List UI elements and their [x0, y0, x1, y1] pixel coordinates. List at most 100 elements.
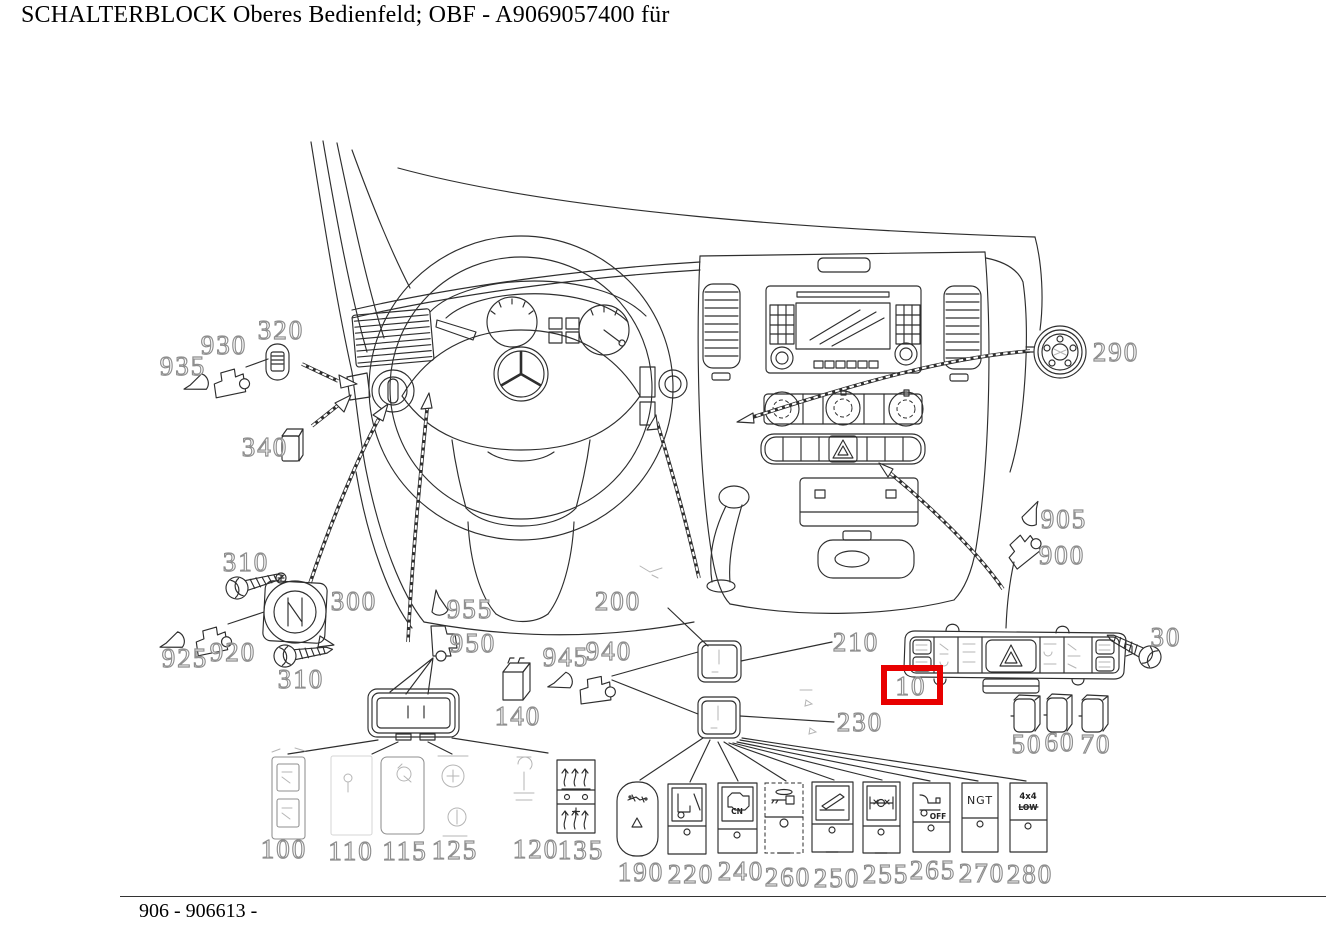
- part-callout-50[interactable]: 50: [1011, 728, 1043, 759]
- a-pillar-lines: [310, 140, 1043, 471]
- leader-arrows: [301, 349, 1031, 643]
- switch-250: [811, 781, 854, 853]
- part-blank-switch-square-1: [697, 640, 742, 683]
- switch-icon-120: [513, 756, 535, 801]
- part-callout-60[interactable]: 60: [1044, 726, 1076, 757]
- switch-280-label-1: 4x4: [1019, 792, 1036, 802]
- switch-270: NGT: [961, 782, 999, 853]
- footer-code: 906 - 906613 -: [139, 900, 258, 922]
- exploded-parts: CN OFF: [157, 325, 1166, 857]
- highlight-box-part-10: [881, 665, 943, 705]
- part-callout-220[interactable]: 220: [667, 858, 715, 889]
- part-callout-930[interactable]: 930: [200, 329, 248, 360]
- part-callout-10[interactable]: 10: [895, 670, 927, 701]
- switch-icon-125: [437, 755, 469, 837]
- part-callout-265[interactable]: 265: [909, 854, 957, 885]
- console-vent-right: [943, 285, 982, 382]
- part-callout-30[interactable]: 30: [1150, 621, 1182, 652]
- part-60-blank-switch: [1043, 693, 1073, 733]
- steering-column: [355, 469, 695, 636]
- switch-240: CN: [717, 782, 758, 854]
- part-callout-190[interactable]: 190: [617, 856, 665, 887]
- footer-divider: [120, 896, 1326, 897]
- part-callout-940[interactable]: 940: [585, 635, 633, 666]
- part-switch-housing-module: [367, 688, 460, 741]
- switch-240-label: CN: [731, 807, 743, 816]
- part-callout-945[interactable]: 945: [542, 641, 590, 672]
- switch-280: 4x4 LOW: [1009, 782, 1048, 853]
- ignition-switch-area: [346, 366, 688, 426]
- switch-190: [616, 781, 659, 857]
- switch-265: OFF: [912, 782, 951, 853]
- switch-icon-100: [271, 747, 306, 840]
- part-940-socket: [578, 675, 617, 705]
- part-50-blank-switch: [1010, 694, 1041, 733]
- part-10-switch-block: [903, 623, 1133, 694]
- switch-270-label: NGT: [967, 794, 993, 807]
- part-callout-230[interactable]: 230: [836, 706, 884, 737]
- center-console: [697, 251, 990, 614]
- part-callout-310[interactable]: 310: [222, 546, 270, 577]
- switch-255: [862, 781, 901, 854]
- part-callout-100[interactable]: 100: [260, 833, 308, 864]
- dash-switch-strip: [760, 433, 926, 465]
- part-320-switch: [265, 343, 290, 381]
- part-290-dial: [1025, 325, 1087, 379]
- part-callout-260[interactable]: 260: [764, 861, 812, 892]
- part-300-rotary-switch: [262, 572, 335, 648]
- part-callout-950[interactable]: 950: [449, 627, 497, 658]
- switch-icon-115: [380, 756, 425, 835]
- part-callout-340[interactable]: 340: [241, 431, 289, 462]
- radio-screen: [795, 302, 891, 350]
- switch-icon-135-heater: [556, 759, 596, 834]
- part-callout-255[interactable]: 255: [862, 858, 910, 889]
- part-945-bulb: [545, 670, 574, 692]
- part-930-socket: [212, 366, 252, 399]
- hazard-switch-icon: [999, 644, 1023, 667]
- part-callout-120[interactable]: 120: [512, 833, 560, 864]
- part-callout-110[interactable]: 110: [328, 835, 374, 866]
- climate-controls: [763, 388, 924, 427]
- gear-shifter: [706, 485, 750, 593]
- part-callout-135[interactable]: 135: [557, 834, 605, 865]
- console-vent-left: [702, 283, 741, 381]
- part-callout-905[interactable]: 905: [1040, 503, 1088, 534]
- part-callout-320[interactable]: 320: [257, 314, 305, 345]
- part-callout-200[interactable]: 200: [594, 585, 642, 616]
- part-callout-925[interactable]: 925: [161, 642, 209, 673]
- part-callout-250[interactable]: 250: [813, 862, 861, 893]
- instrument-cluster: [429, 280, 647, 356]
- hazard-triangle-icon: [832, 439, 854, 459]
- part-callout-280[interactable]: 280: [1006, 858, 1054, 889]
- radio-unit: [765, 285, 922, 374]
- part-callout-210[interactable]: 210: [832, 626, 880, 657]
- part-340-button: [281, 428, 304, 462]
- part-callout-125[interactable]: 125: [431, 834, 479, 865]
- part-callout-140[interactable]: 140: [494, 700, 542, 731]
- part-callout-70[interactable]: 70: [1080, 728, 1112, 759]
- part-blank-switch-square-2: [697, 696, 741, 739]
- part-955-bulb: [431, 589, 449, 616]
- part-callout-270[interactable]: 270: [958, 857, 1006, 888]
- dashboard-drawing: [310, 140, 1043, 636]
- part-callout-115[interactable]: 115: [382, 835, 428, 866]
- brand-star-icon: [500, 350, 542, 387]
- steering-wheel: [368, 235, 674, 541]
- part-callout-310[interactable]: 310: [277, 663, 325, 694]
- part-callout-300[interactable]: 300: [330, 585, 378, 616]
- switch-220: [667, 783, 707, 855]
- part-callout-290[interactable]: 290: [1092, 336, 1140, 367]
- page-title: SCHALTERBLOCK Oberes Bedienfeld; OBF - A…: [21, 2, 670, 28]
- part-70-blank-switch: [1078, 694, 1109, 733]
- part-callout-935[interactable]: 935: [159, 350, 207, 381]
- switch-icon-110: [330, 755, 373, 836]
- switch-265-label: OFF: [930, 812, 947, 821]
- part-140-switch: [502, 657, 531, 701]
- part-callout-240[interactable]: 240: [717, 855, 765, 886]
- part-callout-920[interactable]: 920: [209, 636, 257, 667]
- part-callout-955[interactable]: 955: [446, 593, 494, 624]
- part-callout-900[interactable]: 900: [1038, 539, 1086, 570]
